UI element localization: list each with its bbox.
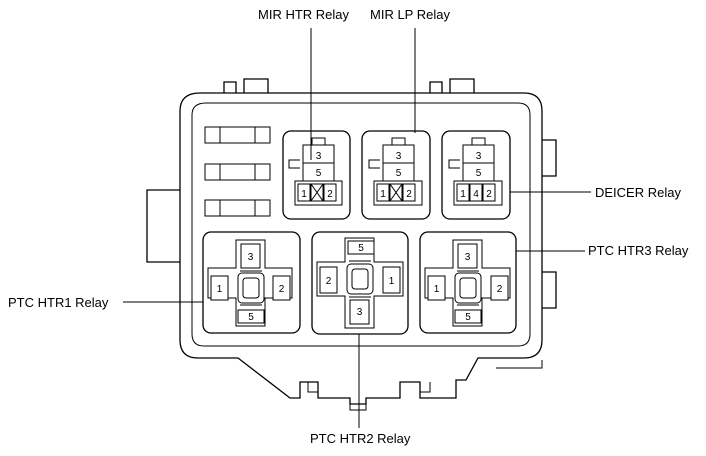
label-mir-lp-relay: MIR LP Relay: [370, 7, 450, 22]
label-ptc-htr3-relay: PTC HTR3 Relay: [588, 243, 689, 258]
pin-label: 1: [301, 189, 307, 200]
pin-label: 5: [396, 168, 402, 179]
pin-label: 5: [465, 312, 471, 323]
pin-label: 3: [357, 307, 363, 318]
pin-label: 1: [389, 276, 395, 287]
pin-label: 1: [460, 189, 466, 200]
label-ptc-htr1-relay: PTC HTR1 Relay: [8, 295, 109, 310]
pin-label: 5: [358, 243, 364, 254]
fuse-slot-3: [204, 199, 271, 217]
pin-label: 1: [380, 189, 386, 200]
deicer-relay-socket: 3 5 1 4 2: [441, 130, 511, 220]
pin-label: 3: [316, 151, 322, 162]
pin-label: 2: [327, 189, 333, 200]
pin-label: 4: [473, 189, 479, 200]
pin-label: 2: [497, 284, 503, 295]
pin-label: 1: [217, 284, 223, 295]
pin-label: 3: [465, 252, 471, 263]
fuse-slot-2: [204, 163, 271, 181]
pin-label: 2: [279, 284, 285, 295]
label-mir-htr-relay: MIR HTR Relay: [258, 7, 350, 22]
pin-label: 3: [476, 151, 482, 162]
fuse-slots: [204, 126, 271, 217]
pin-label: 5: [316, 168, 322, 179]
label-deicer-relay: DEICER Relay: [595, 185, 681, 200]
fuse-slot-1: [204, 126, 271, 144]
pin-label: 5: [476, 168, 482, 179]
ptc-htr2-relay-socket: 5 2 1 3: [311, 231, 409, 335]
pin-label: 2: [326, 276, 332, 287]
label-ptc-htr2-relay: PTC HTR2 Relay: [310, 431, 411, 446]
pin-label: 3: [396, 151, 402, 162]
pin-label: 5: [248, 312, 254, 323]
pin-label: 1: [434, 284, 440, 295]
ptc-htr1-relay-socket: 3 1 2 5: [202, 231, 301, 334]
pin-label: 3: [248, 252, 254, 263]
mir-htr-relay-socket: 3 5 1 2: [282, 130, 351, 220]
ptc-htr3-relay-socket: 3 1 2 5: [419, 231, 517, 334]
relay-block-housing: [146, 78, 557, 411]
leader-lines: [123, 28, 591, 428]
mir-lp-relay-socket: 3 5 1 2: [361, 130, 431, 220]
pin-label: 2: [486, 189, 492, 200]
pin-label: 2: [406, 189, 412, 200]
